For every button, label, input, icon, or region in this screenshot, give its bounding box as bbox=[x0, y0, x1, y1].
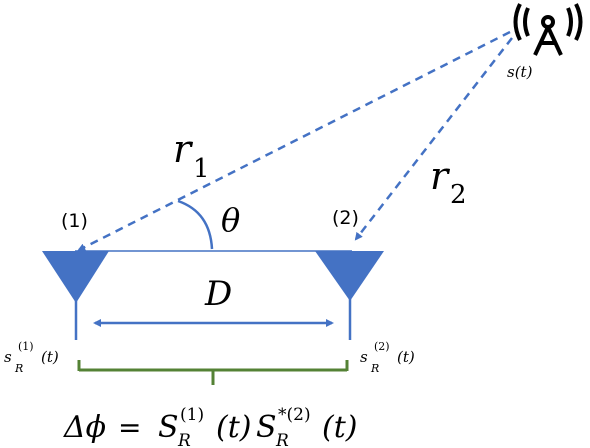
svg-text:s: s bbox=[360, 348, 368, 366]
svg-text:R: R bbox=[177, 431, 191, 448]
r1-label: r 1 bbox=[173, 127, 210, 184]
svg-text:r: r bbox=[173, 127, 194, 171]
r2-label: r 2 bbox=[430, 154, 467, 210]
angle-theta-label: θ bbox=[221, 201, 240, 239]
svg-text:(t): (t) bbox=[216, 410, 251, 445]
svg-text:*(2): *(2) bbox=[278, 405, 311, 425]
svg-text:S: S bbox=[158, 410, 179, 445]
svg-text:s: s bbox=[4, 348, 12, 366]
antenna-1-signal-label: s (1) R (t) bbox=[4, 340, 59, 375]
svg-text:2: 2 bbox=[450, 180, 467, 210]
svg-text:(t): (t) bbox=[397, 348, 415, 366]
svg-text:R: R bbox=[14, 362, 23, 375]
svg-text:=: = bbox=[118, 411, 141, 444]
svg-text:1: 1 bbox=[193, 154, 210, 184]
antenna-1-icon bbox=[42, 251, 109, 340]
svg-text:R: R bbox=[275, 431, 289, 448]
radio-tower-icon bbox=[513, 3, 583, 56]
svg-text:Δϕ: Δϕ bbox=[63, 410, 106, 445]
path-r2-line bbox=[354, 37, 513, 241]
svg-text:(t): (t) bbox=[41, 348, 59, 366]
source-signal-label: s(t) bbox=[507, 63, 533, 81]
correlation-bracket bbox=[77, 360, 349, 385]
angle-arc bbox=[177, 199, 214, 250]
svg-text:(t): (t) bbox=[322, 410, 357, 445]
baseline-d-label: D bbox=[204, 274, 232, 314]
svg-text:(2): (2) bbox=[374, 340, 390, 353]
phase-difference-equation: Δϕ = S (1) R (t) S *(2) R (t) bbox=[63, 405, 357, 448]
svg-text:R: R bbox=[370, 362, 379, 375]
svg-text:(1): (1) bbox=[180, 405, 204, 425]
svg-text:r: r bbox=[430, 154, 451, 198]
path-r1-line bbox=[77, 30, 511, 252]
antenna-2-signal-label: s (2) R (t) bbox=[360, 340, 415, 375]
svg-text:(1): (1) bbox=[18, 340, 34, 353]
antenna-2-index: (2) bbox=[332, 207, 359, 229]
svg-text:S: S bbox=[256, 410, 277, 445]
antenna-2-icon bbox=[315, 251, 384, 340]
antenna-1-index: (1) bbox=[61, 210, 88, 232]
